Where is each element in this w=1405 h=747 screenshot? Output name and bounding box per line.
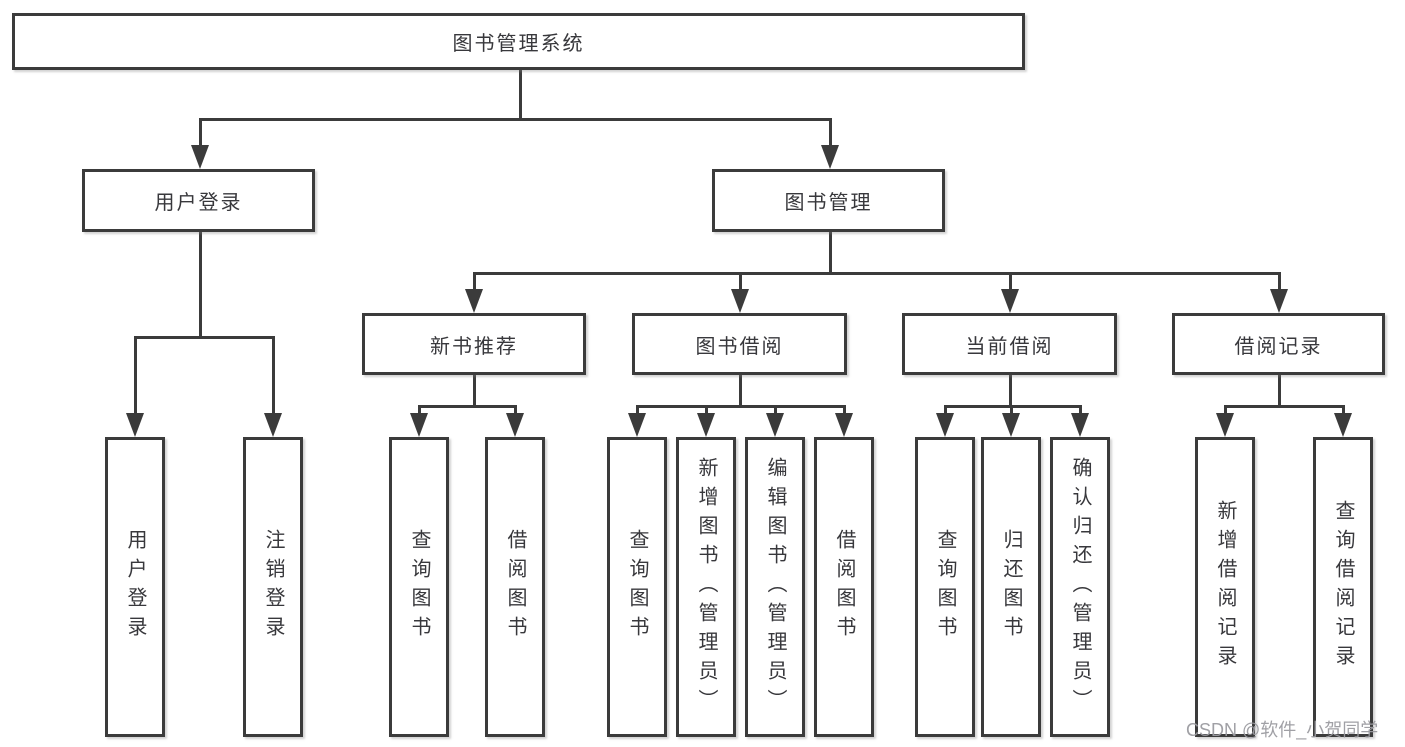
node-borrowing-records-label: 借阅记录 [1234,335,1323,358]
arrow-down-icon [835,413,853,437]
node-book-management: 图书管理 [712,169,945,232]
connector-line [738,274,742,290]
connector-line [1009,407,1013,415]
node-book-management-label: 图书管理 [784,192,873,214]
arrow-down-icon [821,145,839,169]
leaf-nb-borrow-books-label: 借阅图书 [504,529,526,645]
connector-line [198,120,202,146]
node-user-login: 用户登录 [82,169,315,232]
leaf-cb-confirm-return-admin-label: 确认归还（管理员） [1069,456,1091,718]
arrow-down-icon [1001,289,1019,313]
node-borrowing-records: 借阅记录 [1172,313,1385,375]
connector-line [1223,407,1227,415]
connector-line [1078,407,1082,415]
connector-line [773,407,777,415]
leaf-br-query-record: 查询借阅记录 [1313,437,1373,737]
connector-line [704,407,708,415]
node-new-book-recommend-label: 新书推荐 [430,335,518,358]
node-root: 图书管理系统 [12,13,1025,70]
leaf-bb-edit-books-admin-label: 编辑图书（管理员） [764,456,786,718]
node-current-borrowing-label: 当前借阅 [965,335,1054,358]
node-current-borrowing: 当前借阅 [902,313,1117,375]
connector-line [133,338,137,414]
node-book-borrowing: 图书借阅 [632,313,847,375]
connector-line [635,407,639,415]
leaf-user-login-label: 用户登录 [124,529,146,645]
leaf-cb-confirm-return-admin: 确认归还（管理员） [1050,437,1110,737]
leaf-logout: 注销登录 [243,437,303,737]
connector-line [198,232,202,336]
leaf-br-query-record-label: 查询借阅记录 [1332,500,1354,674]
arrow-down-icon [697,413,715,437]
node-root-label: 图书管理系统 [452,33,585,55]
arrow-down-icon [1270,289,1288,313]
connector-line [635,405,846,408]
arrow-down-icon [264,413,282,437]
leaf-bb-query-books: 查询图书 [607,437,667,737]
leaf-cb-return-books: 归还图书 [981,437,1041,737]
node-book-borrowing-label: 图书借阅 [695,335,784,358]
connector-line [1277,375,1281,405]
leaf-bb-query-books-label: 查询图书 [626,529,648,645]
connector-line [943,407,947,415]
arrow-down-icon [506,413,524,437]
connector-line [472,272,1281,275]
connector-line [271,338,275,414]
csdn-watermark: CSDN @软件_小贺同学 [1186,720,1379,740]
connector-line [828,232,832,272]
leaf-cb-query-books: 查询图书 [915,437,975,737]
arrow-down-icon [1071,413,1089,437]
arrow-down-icon [628,413,646,437]
leaf-bb-add-books-admin: 新增图书（管理员） [676,437,736,737]
connector-line [518,68,522,120]
node-new-book-recommend: 新书推荐 [362,313,586,375]
connector-line [1008,274,1012,290]
leaf-bb-borrow-books-label: 借阅图书 [833,529,855,645]
connector-line [943,405,1082,408]
connector-line [198,118,832,121]
leaf-br-add-record-label: 新增借阅记录 [1214,500,1236,674]
arrow-down-icon [766,413,784,437]
arrow-down-icon [465,289,483,313]
connector-line [1008,375,1012,405]
arrow-down-icon [1002,413,1020,437]
leaf-nb-borrow-books: 借阅图书 [485,437,545,737]
leaf-user-login: 用户登录 [105,437,165,737]
arrow-down-icon [410,413,428,437]
leaf-logout-label: 注销登录 [262,529,284,645]
connector-line [1277,274,1281,290]
connector-line [828,120,832,146]
connector-line [472,375,476,405]
node-user-login-label: 用户登录 [154,192,243,214]
leaf-cb-return-books-label: 归还图书 [1000,529,1022,645]
leaf-br-add-record: 新增借阅记录 [1195,437,1255,737]
connector-line [1223,405,1345,408]
leaf-nb-query-books-label: 查询图书 [408,529,430,645]
arrow-down-icon [936,413,954,437]
arrow-down-icon [1334,413,1352,437]
connector-line [1341,407,1345,415]
arrow-down-icon [126,413,144,437]
arrow-down-icon [731,289,749,313]
connector-line [513,407,517,415]
connector-line [417,407,421,415]
connector-line [842,407,846,415]
leaf-bb-edit-books-admin: 编辑图书（管理员） [745,437,805,737]
leaf-cb-query-books-label: 查询图书 [934,529,956,645]
connector-line [133,336,275,339]
leaf-bb-borrow-books: 借阅图书 [814,437,874,737]
arrow-down-icon [191,145,209,169]
leaf-nb-query-books: 查询图书 [389,437,449,737]
leaf-bb-add-books-admin-label: 新增图书（管理员） [695,456,717,718]
arrow-down-icon [1216,413,1234,437]
connector-line [417,405,517,408]
connector-line [738,375,742,405]
connector-line [472,274,476,290]
